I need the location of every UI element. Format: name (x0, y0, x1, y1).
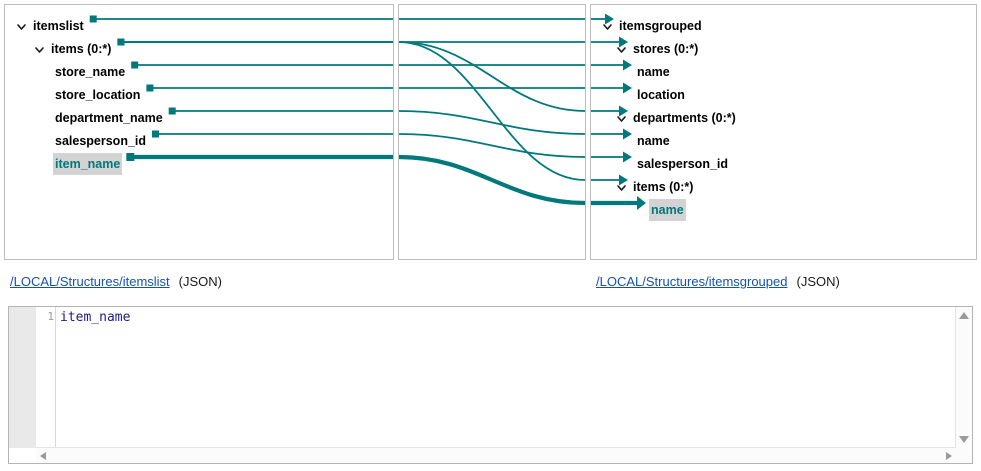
target-path-row: /LOCAL/Structures/itemsgrouped (JSON) (596, 270, 840, 294)
tree-node-salesperson-id[interactable]: salesperson_id (635, 154, 730, 174)
tree-node-label: department_name (55, 111, 163, 125)
expression-editor[interactable]: 1 item_name (8, 306, 973, 464)
tree-node-label: store_name (55, 65, 126, 79)
mapping-lines-panel[interactable] (398, 4, 586, 260)
tree-node-label: itemslist (33, 19, 84, 33)
tree-node-label: name (649, 199, 686, 221)
chevron-down-icon[interactable] (615, 181, 628, 194)
source-schema-panel[interactable]: itemslist items (0:*) store_name store_loca… (4, 4, 394, 260)
tree-node-items-0[interactable]: items (0:*) (615, 177, 695, 197)
tree-node-name[interactable]: name (649, 199, 686, 221)
tree-node-label: salesperson_id (55, 134, 147, 148)
chevron-down-icon[interactable] (601, 20, 614, 33)
scroll-down-arrow-icon[interactable] (959, 436, 969, 443)
scroll-right-arrow-icon[interactable] (946, 452, 952, 460)
tree-node-store-location[interactable]: store_location (53, 85, 142, 105)
tree-node-department-name[interactable]: department_name (53, 108, 165, 128)
scroll-left-arrow-icon[interactable] (40, 452, 46, 460)
tree-node-label: store_location (55, 88, 141, 102)
source-path-row: /LOCAL/Structures/itemslist (JSON) (10, 270, 222, 294)
tree-node-label: departments (0:*) (633, 111, 736, 125)
tree-node-location[interactable]: location (635, 85, 687, 105)
tree-node-name[interactable]: name (635, 131, 672, 151)
tree-node-stores-0[interactable]: stores (0:*) (615, 39, 700, 59)
tree-node-label: name (637, 134, 670, 148)
target-path-link[interactable]: /LOCAL/Structures/itemsgrouped (596, 274, 788, 289)
schema-mapper: itemslist items (0:*) store_name store_loca… (4, 4, 977, 260)
chevron-down-icon[interactable] (615, 112, 628, 125)
horizontal-scrollbar[interactable] (36, 447, 956, 463)
editor-code-area[interactable]: item_name (55, 307, 956, 448)
tree-node-label: items (0:*) (51, 42, 112, 56)
target-format-label: (JSON) (796, 274, 840, 289)
tree-node-label: location (637, 88, 685, 102)
tree-node-label: stores (0:*) (633, 42, 699, 56)
scroll-up-arrow-icon[interactable] (959, 312, 969, 319)
tree-node-items-0[interactable]: items (0:*) (33, 39, 113, 59)
tree-node-label: itemsgrouped (619, 19, 702, 33)
tree-node-salesperson-id[interactable]: salesperson_id (53, 131, 148, 151)
chevron-down-icon[interactable] (615, 43, 628, 56)
editor-gutter (9, 307, 37, 448)
tree-node-label: salesperson_id (637, 157, 729, 171)
target-tree[interactable]: itemsgrouped stores (0:*) name location depa… (591, 5, 976, 259)
tree-node-label: items (0:*) (633, 180, 694, 194)
tree-node-item-name[interactable]: item_name (53, 153, 123, 175)
tree-node-store-name[interactable]: store_name (53, 62, 127, 82)
tree-node-name[interactable]: name (635, 62, 672, 82)
chevron-down-icon[interactable] (33, 43, 46, 56)
scrollbar-corner (956, 448, 972, 463)
vertical-scrollbar[interactable] (955, 307, 972, 448)
source-format-label: (JSON) (178, 274, 222, 289)
tree-node-label: name (637, 65, 670, 79)
source-tree[interactable]: itemslist items (0:*) store_name store_loca… (5, 5, 393, 259)
editor-line-numbers: 1 (36, 307, 54, 448)
chevron-down-icon[interactable] (15, 20, 28, 33)
source-path-link[interactable]: /LOCAL/Structures/itemslist (10, 274, 170, 289)
tree-node-label: item_name (53, 153, 123, 175)
tree-node-itemsgrouped[interactable]: itemsgrouped (601, 16, 704, 36)
tree-node-departments-0[interactable]: departments (0:*) (615, 108, 738, 128)
target-schema-panel[interactable]: itemsgrouped stores (0:*) name location depa… (590, 4, 977, 260)
tree-node-itemslist[interactable]: itemslist (15, 16, 86, 36)
